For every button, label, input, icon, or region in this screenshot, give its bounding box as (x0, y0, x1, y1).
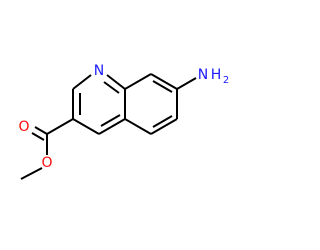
bond-c3-c4 (72, 118, 100, 135)
bond-c8a-n1-inner (103, 81, 120, 94)
bond-carbonyl-o-1 (34, 126, 48, 135)
bond-lines (20, 73, 197, 180)
bond-c7-nh2 (176, 77, 197, 90)
bond-carbonyl-o-2 (31, 132, 45, 141)
bond-o-methyl (20, 167, 43, 180)
bond-c8a-c8 (124, 73, 152, 90)
bond-c8-c7-inner (152, 80, 173, 93)
ester-oxygen-label: O (41, 155, 52, 171)
atom-labels: N N H 2 O O (18, 63, 229, 171)
carbonyl-oxygen-label: O (18, 119, 29, 135)
bond-c5-c4a (124, 118, 152, 135)
bond-c6-c5 (150, 118, 178, 135)
bond-c6-c5-inner (152, 115, 173, 128)
amine-hydrogen-label: H (211, 67, 222, 83)
bond-c8-c7 (150, 73, 178, 90)
bond-c3-carbonyl (46, 118, 74, 135)
bond-c8a-n1 (106, 74, 126, 90)
ring-nitrogen-label: N (94, 63, 104, 79)
molecule-structure: N N H 2 O O (18, 63, 229, 180)
bond-c4-c4a (98, 118, 126, 135)
amine-hydrogen-count: 2 (223, 75, 229, 86)
bond-n1-c2 (72, 74, 92, 90)
bond-c4-c4a-inner (100, 114, 121, 127)
amine-nitrogen-label: N (198, 67, 208, 83)
